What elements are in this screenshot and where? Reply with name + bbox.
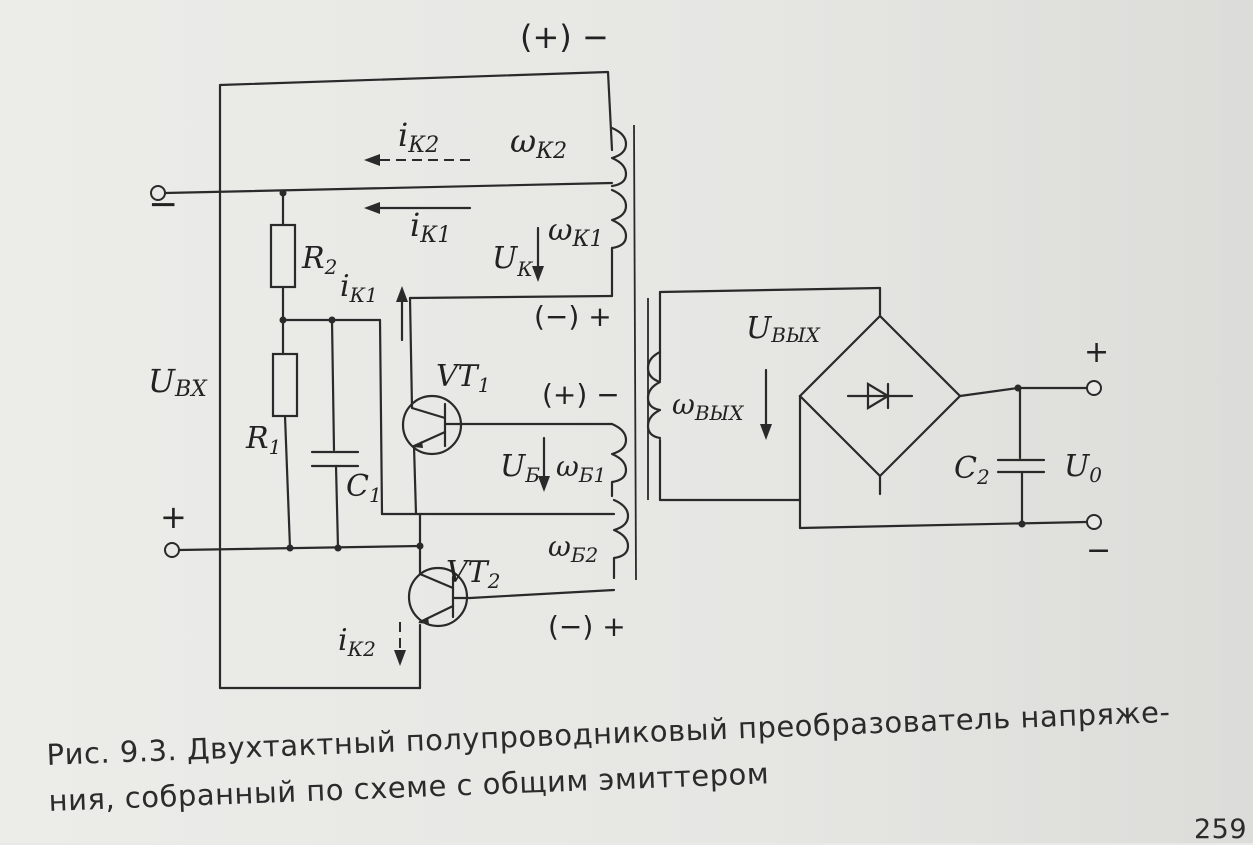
ik1-mid-label: iК1 (340, 269, 378, 307)
wk2-label: ωК2 (510, 122, 567, 164)
output-minus-sign: − (1086, 533, 1111, 568)
ik1-mid-arrow (396, 286, 408, 342)
resistor-r2 (269, 189, 297, 356)
c1-label: C1 (346, 469, 382, 507)
r2-label: R2 (301, 241, 337, 279)
uk-label: UК (492, 241, 533, 281)
ik2-bot-arrow (394, 622, 406, 666)
ik1-top-label: iК1 (410, 206, 451, 248)
wb1-label: ωБ1 (556, 450, 606, 487)
input-minus-terminal (150, 181, 614, 201)
bridge-rectifier (798, 286, 962, 530)
capacitor-c1 (281, 316, 616, 552)
ik2-top-label: iК2 (398, 116, 439, 158)
input-plus-terminal (164, 542, 422, 558)
wk1-label: ωК1 (548, 213, 604, 252)
output-winding (646, 286, 882, 502)
ik1-top-arrow (364, 202, 472, 214)
winding-wb2 (468, 498, 630, 600)
c2-label: C2 (954, 451, 990, 489)
ub-arrow (538, 436, 550, 492)
output-terminals (1086, 380, 1102, 530)
uk-arrow (532, 226, 544, 282)
winding-wk1 (408, 188, 628, 300)
transistor-vt2 (407, 512, 472, 628)
top-polarity-label: (+) − (520, 18, 609, 56)
page-number: 259 (1194, 814, 1248, 845)
vt1-label: VT1 (436, 359, 490, 397)
resistor-r1 (271, 352, 299, 552)
wout-label: ωВЫХ (672, 388, 744, 425)
ik2-bottom-label: iК2 (338, 623, 376, 661)
ik2-top-arrow (364, 154, 470, 166)
polarity-mid2-label: (+) − (542, 378, 620, 411)
uout-arrow (760, 368, 772, 440)
uin-label: UВХ (148, 362, 208, 402)
polarity-mid1-label: (−) + (534, 300, 612, 333)
polarity-bottom-label: (−) + (548, 610, 626, 643)
wb2-label: ωБ2 (548, 530, 598, 567)
outer-loop-wires (218, 70, 614, 690)
winding-wk2 (610, 126, 628, 188)
uout-label: UВЫХ (746, 311, 821, 347)
transistor-vt1 (401, 296, 614, 516)
input-minus-sign: − (148, 184, 178, 225)
output-plus-sign: + (1084, 335, 1109, 370)
transformer-core (633, 124, 649, 581)
winding-wb1 (610, 422, 628, 498)
output-filter (798, 384, 1088, 530)
input-plus-sign: + (160, 498, 187, 536)
vt2-label: VT2 (446, 555, 500, 593)
r1-label: R1 (245, 421, 281, 459)
u0-label: U0 (1064, 449, 1102, 487)
ub-label: UБ (500, 449, 540, 487)
